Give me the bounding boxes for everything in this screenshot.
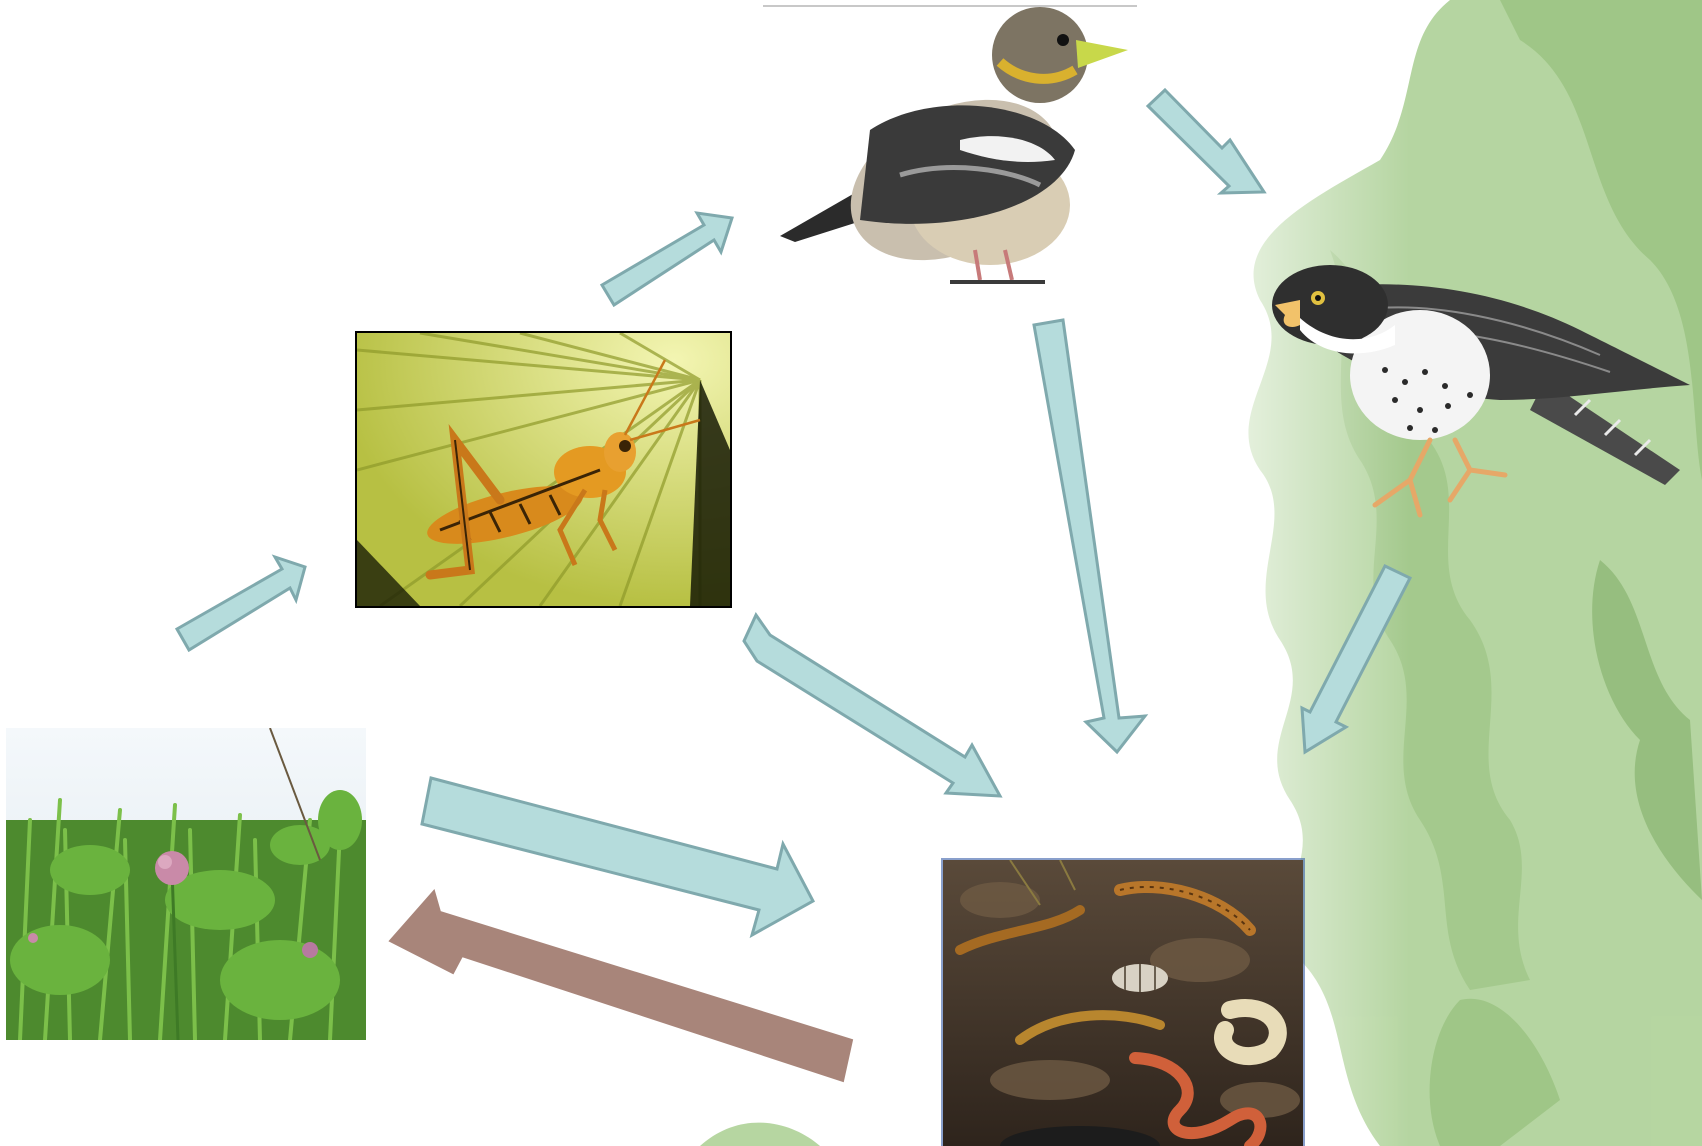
arrow-grasshopper-to-songbird bbox=[602, 213, 732, 305]
arrow-grasshopper-to-decomposers bbox=[744, 615, 1000, 796]
arrow-songbird-to-decomposers bbox=[1034, 320, 1145, 752]
arrow-plants-to-grasshopper bbox=[177, 557, 305, 650]
songbird-illustration bbox=[780, 7, 1128, 292]
decomposers-photo bbox=[941, 858, 1305, 1146]
arrow-plants-to-decomposers bbox=[422, 778, 813, 935]
grasshopper-photo bbox=[355, 331, 732, 608]
plants-photo bbox=[6, 728, 366, 1040]
